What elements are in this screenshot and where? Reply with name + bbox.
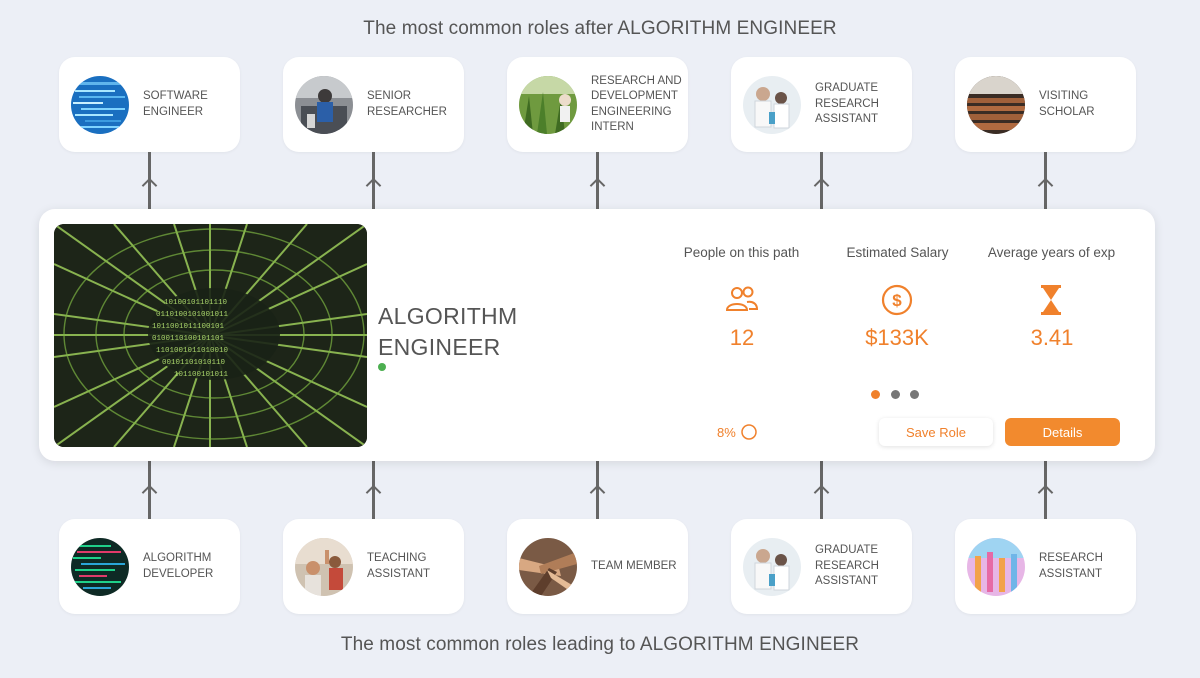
connector-line xyxy=(1044,152,1047,209)
pagination-dot-1[interactable] xyxy=(871,390,880,399)
stat-label-salary: Estimated Salary xyxy=(846,245,949,260)
role-label: ALGORITHM DEVELOPER xyxy=(143,552,214,580)
roles-after-heading: The most common roles after ALGORITHM EN… xyxy=(363,18,837,39)
role-card-teaching-assistant[interactable]: TEACHING ASSISTANT xyxy=(283,519,464,614)
arrow-up-icon xyxy=(365,177,382,194)
connector-line xyxy=(148,461,151,519)
connector-line xyxy=(820,152,823,209)
connector-line xyxy=(596,461,599,519)
hourglass-icon xyxy=(1040,285,1062,320)
arrow-up-icon xyxy=(813,484,830,501)
graduate-research-assistant-photo xyxy=(743,538,801,596)
svg-text:101100101011: 101100101011 xyxy=(174,371,229,379)
stat-label-people: People on this path xyxy=(683,245,800,260)
roles-before-row: ALGORITHM DEVELOPER TEACHING ASSISTANT xyxy=(0,519,1200,615)
stat-value-experience: 3.41 xyxy=(1030,325,1074,350)
role-label: SENIOR RESEARCHER xyxy=(367,90,447,118)
match-percent-value: 8% xyxy=(717,424,736,440)
algorithm-developer-photo xyxy=(71,538,129,596)
arrow-up-icon xyxy=(141,484,158,501)
role-label: RESEARCH ASSISTANT xyxy=(1039,552,1103,580)
role-card-senior-researcher[interactable]: SENIOR RESEARCHER xyxy=(283,57,464,152)
role-label: TEAM MEMBER xyxy=(591,559,677,572)
details-button[interactable]: Details xyxy=(1005,418,1120,446)
role-card-graduate-research-assistant[interactable]: GRADUATE RESEARCH ASSISTANT xyxy=(731,57,912,152)
research-assistant-photo xyxy=(967,538,1025,596)
role-title: ALGORITHM ENGINEER xyxy=(378,303,518,360)
role-label: RESEARCH AND DEVELOPMENT ENGINEERING INT… xyxy=(591,74,682,134)
arrow-up-icon xyxy=(1037,484,1054,501)
current-role-card: 10100101101110 0110100101001011 10110010… xyxy=(39,209,1155,461)
role-card-rd-engineering-intern[interactable]: RESEARCH AND DEVELOPMENT ENGINEERING INT… xyxy=(507,57,688,152)
arrow-up-icon xyxy=(365,484,382,501)
progress-ring-icon xyxy=(741,424,757,440)
arrow-up-icon xyxy=(589,484,606,501)
connector-line xyxy=(372,461,375,519)
role-label: VISITING SCHOLAR xyxy=(1039,90,1095,118)
connector-line xyxy=(596,152,599,209)
role-label: GRADUATE RESEARCH ASSISTANT xyxy=(815,544,879,588)
status-indicator xyxy=(378,363,386,371)
visiting-scholar-photo xyxy=(967,76,1025,134)
arrow-up-icon xyxy=(813,177,830,194)
arrow-up-icon xyxy=(141,177,158,194)
arrow-up-icon xyxy=(589,177,606,194)
pagination-dot-3[interactable] xyxy=(910,390,919,399)
stat-value-salary: $133K xyxy=(865,325,929,350)
arrow-up-icon xyxy=(1037,177,1054,194)
stat-value-people: 12 xyxy=(729,325,755,350)
role-card-visiting-scholar[interactable]: VISITING SCHOLAR xyxy=(955,57,1136,152)
svg-text:10100101101110: 10100101101110 xyxy=(164,299,228,307)
svg-text:1011001011100101: 1011001011100101 xyxy=(152,323,225,331)
role-card-algorithm-developer[interactable]: ALGORITHM DEVELOPER xyxy=(59,519,240,614)
role-card-software-engineer[interactable]: SOFTWARE ENGINEER xyxy=(59,57,240,152)
role-label: SOFTWARE ENGINEER xyxy=(143,90,208,118)
dollar-icon: $ xyxy=(881,284,913,321)
people-icon xyxy=(725,284,759,319)
svg-text:1101001011010010: 1101001011010010 xyxy=(156,347,229,355)
role-hero-image: 10100101101110 0110100101001011 10110010… xyxy=(54,224,367,447)
roles-after-row: SOFTWARE ENGINEER SENIOR RESEARCHER xyxy=(0,57,1200,153)
role-card-team-member[interactable]: TEAM MEMBER xyxy=(507,519,688,614)
stat-label-experience: Average years of exp xyxy=(987,245,1116,260)
save-role-button[interactable]: Save Role xyxy=(879,418,993,446)
svg-text:0110100101001011: 0110100101001011 xyxy=(156,311,229,319)
connector-line xyxy=(1044,461,1047,519)
graduate-research-assistant-photo xyxy=(743,76,801,134)
role-label: GRADUATE RESEARCH ASSISTANT xyxy=(815,82,879,126)
software-engineer-photo xyxy=(71,76,129,134)
match-percent: 8% xyxy=(717,423,758,441)
role-card-graduate-research-assistant-2[interactable]: GRADUATE RESEARCH ASSISTANT xyxy=(731,519,912,614)
svg-text:00101101010110: 00101101010110 xyxy=(162,359,226,367)
svg-text:$: $ xyxy=(892,291,902,310)
team-member-photo xyxy=(519,538,577,596)
connector-line xyxy=(148,152,151,209)
svg-text:0100110100101101: 0100110100101101 xyxy=(152,335,225,343)
teaching-assistant-photo xyxy=(295,538,353,596)
pagination-dot-2[interactable] xyxy=(891,390,900,399)
rd-intern-photo xyxy=(519,76,577,134)
role-label: TEACHING ASSISTANT xyxy=(367,552,431,580)
connector-line xyxy=(820,461,823,519)
connector-line xyxy=(372,152,375,209)
senior-researcher-photo xyxy=(295,76,353,134)
roles-before-heading: The most common roles leading to ALGORIT… xyxy=(340,634,860,655)
role-card-research-assistant[interactable]: RESEARCH ASSISTANT xyxy=(955,519,1136,614)
